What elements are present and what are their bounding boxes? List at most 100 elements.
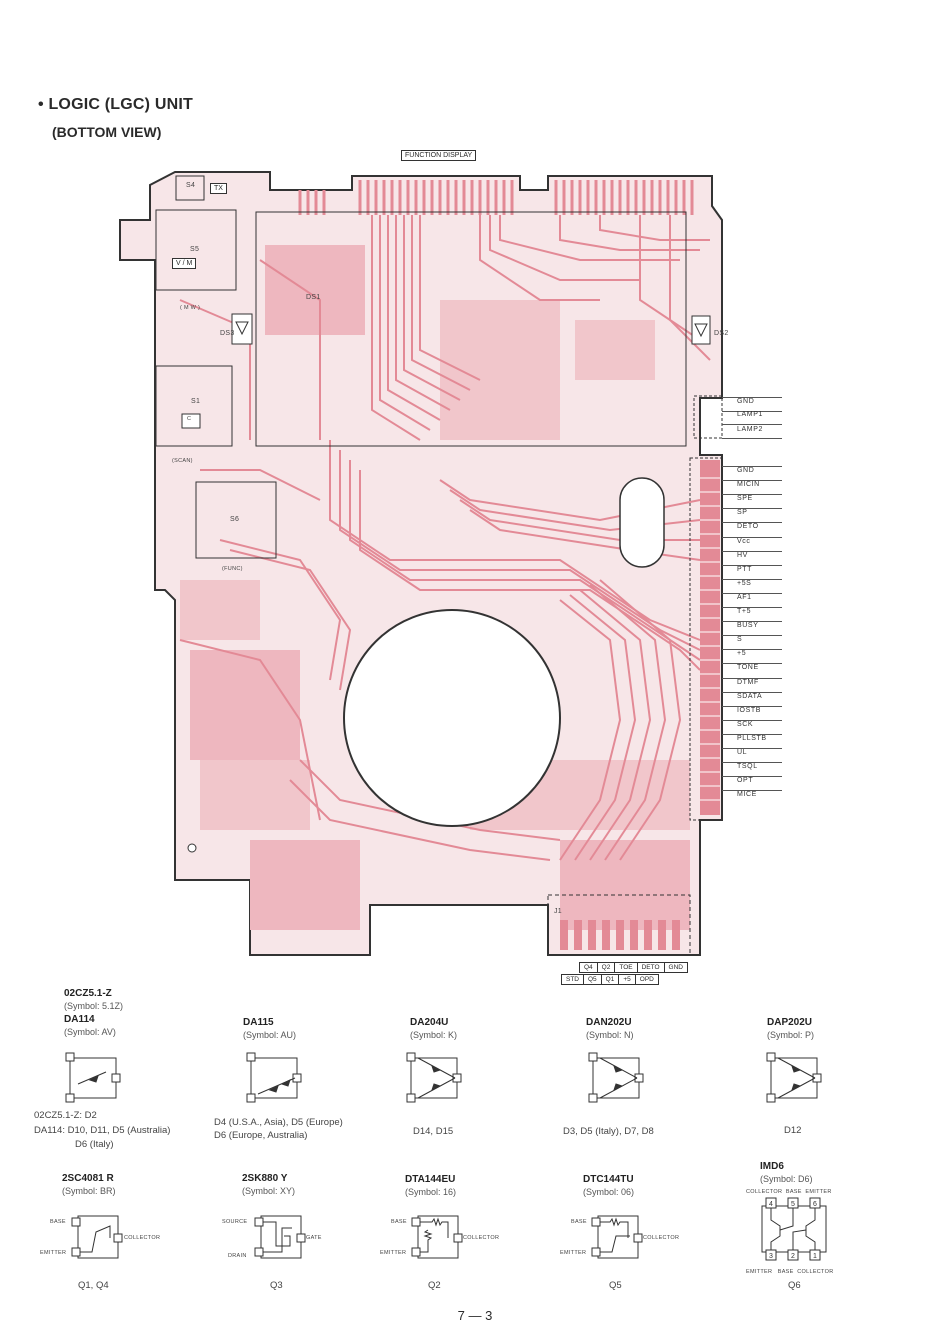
switch-s5: S5 bbox=[190, 246, 200, 253]
pin-label-emitter: EMITTER bbox=[40, 1250, 67, 1256]
pin-line bbox=[722, 762, 782, 763]
diode-da204u: DA204U (Symbol: K) bbox=[410, 1017, 458, 1040]
pin-label: +5 bbox=[737, 650, 747, 657]
imd6-pin-num: 5 bbox=[791, 1201, 795, 1208]
transistor-dta144eu: DTA144EU (Symbol: 16) bbox=[405, 1174, 457, 1197]
imd6-pin-num: 6 bbox=[813, 1201, 817, 1208]
diode-note: 02CZ5.1-Z: D2 bbox=[34, 1110, 97, 1121]
connector-cell: TOE bbox=[614, 962, 638, 973]
scan-label: (SCAN) bbox=[172, 458, 193, 464]
connector-cell: Q4 bbox=[579, 962, 598, 973]
part-ds3: DS3 bbox=[220, 330, 235, 337]
mw-label: ( M W ) bbox=[180, 305, 201, 311]
pin-label: TSQL bbox=[737, 763, 758, 770]
connector-table-row1: Q4 Q2 TOE DETO GND bbox=[579, 962, 689, 973]
pin-label: LAMP1 bbox=[737, 411, 763, 418]
imd6-pins-bottom: EMITTER BASE COLLECTOR bbox=[746, 1269, 834, 1275]
transistor-2sc4081: 2SC4081 R (Symbol: BR) bbox=[62, 1173, 116, 1196]
pin-line bbox=[722, 537, 782, 538]
pin-label: SP bbox=[737, 509, 748, 516]
diode-02cz: 02CZ5.1-Z (Symbol: 5.1Z) DA114 (Symbol: … bbox=[64, 988, 124, 1037]
connector-cell: Q2 bbox=[596, 962, 616, 973]
page-number: 7 — 3 bbox=[457, 1308, 493, 1323]
func-label: (FUNC) bbox=[222, 566, 243, 572]
imd6-pins-top: COLLECTOR BASE EMITTER bbox=[746, 1189, 832, 1195]
pin-label: HV bbox=[737, 552, 748, 559]
pin-line bbox=[722, 790, 782, 791]
page-subtitle: (BOTTOM VIEW) bbox=[52, 124, 162, 140]
pin-label: MICIN bbox=[737, 481, 760, 488]
connector-cell: Q1 bbox=[600, 974, 620, 985]
pin-line bbox=[722, 579, 782, 580]
pin-label: SPE bbox=[737, 495, 753, 502]
pin-line bbox=[722, 692, 782, 693]
pin-label: MICE bbox=[737, 791, 757, 798]
pin-label-drain: DRAIN bbox=[228, 1253, 247, 1259]
part-ds1: DS1 bbox=[306, 294, 321, 301]
diode-note: D12 bbox=[784, 1125, 802, 1136]
pin-line bbox=[722, 593, 782, 594]
pin-line bbox=[722, 508, 782, 509]
pin-label: GND bbox=[737, 467, 755, 474]
connector-cell: STD bbox=[561, 974, 584, 985]
pin-line bbox=[722, 706, 782, 707]
pin-label: BUSY bbox=[737, 622, 759, 629]
pin-label: S bbox=[737, 636, 743, 643]
pin-label: PTT bbox=[737, 566, 753, 573]
transistor-ref: Q5 bbox=[609, 1280, 622, 1291]
pin-line bbox=[722, 635, 782, 636]
diode-da115: DA115 (Symbol: AU) bbox=[243, 1017, 297, 1040]
pin-label: SCK bbox=[737, 721, 754, 728]
imd6-pin-num: 1 bbox=[813, 1253, 817, 1260]
connector-cell: +5 bbox=[618, 974, 636, 985]
imd6-pin-num: 4 bbox=[769, 1201, 773, 1208]
switch-s4: S4 bbox=[186, 182, 196, 189]
pin-line bbox=[722, 551, 782, 552]
function-display-label: FUNCTION DISPLAY bbox=[401, 150, 477, 161]
switch-s6: S6 bbox=[230, 516, 240, 523]
part-j1: J1 bbox=[554, 908, 562, 915]
transistor-ref: Q1, Q4 bbox=[78, 1280, 109, 1291]
transistor-symbols: 4 5 6 3 2 1 bbox=[71, 1197, 827, 1261]
pin-label: TONE bbox=[737, 664, 759, 671]
pin-label: DTMF bbox=[737, 679, 759, 686]
diode-note: D4 (U.S.A., Asia), D5 (Europe) D6 (Europ… bbox=[214, 1117, 343, 1141]
diode-dap202u: DAP202U (Symbol: P) bbox=[767, 1017, 815, 1040]
pin-line bbox=[722, 621, 782, 622]
pin-label-source: SOURCE bbox=[222, 1219, 248, 1225]
pin-line bbox=[722, 748, 782, 749]
pin-label: UL bbox=[737, 749, 748, 756]
pin-label: IOSTB bbox=[737, 707, 762, 714]
transistor-dtc144tu: DTC144TU (Symbol: 06) bbox=[583, 1174, 635, 1197]
transistor-2sk880: 2SK880 Y (Symbol: XY) bbox=[242, 1173, 296, 1196]
pin-label-collector: COLLECTOR bbox=[643, 1235, 680, 1241]
diode-dan202u: DAN202U (Symbol: N) bbox=[586, 1017, 634, 1040]
pin-label: SDATA bbox=[737, 693, 763, 700]
pin-label-emitter: EMITTER bbox=[380, 1250, 407, 1256]
pin-label-emitter: EMITTER bbox=[560, 1250, 587, 1256]
c-label: C bbox=[187, 416, 192, 422]
diode-note: D14, D15 bbox=[413, 1126, 454, 1137]
connector-cell: Q5 bbox=[583, 974, 602, 985]
diode-note: D6 (Italy) bbox=[75, 1139, 114, 1150]
transistor-ref: Q3 bbox=[270, 1280, 283, 1291]
vm-label: V / M bbox=[172, 258, 197, 269]
pin-line bbox=[722, 678, 782, 679]
pin-label-gate: GATE bbox=[306, 1235, 322, 1241]
connector-cell: GND bbox=[663, 962, 689, 973]
pin-line bbox=[722, 649, 782, 650]
pin-line bbox=[722, 522, 782, 523]
pin-label-collector: COLLECTOR bbox=[124, 1235, 161, 1241]
pin-line bbox=[722, 480, 782, 481]
imd6-pin-num: 2 bbox=[791, 1253, 795, 1260]
connector-cell: OPD bbox=[634, 974, 659, 985]
pin-label: OPT bbox=[737, 777, 754, 784]
pin-label: AF1 bbox=[737, 594, 752, 601]
pin-line bbox=[722, 494, 782, 495]
pin-line bbox=[722, 466, 782, 467]
pin-label: DETO bbox=[737, 523, 759, 530]
transistor-ref: Q6 bbox=[788, 1280, 801, 1291]
pin-label: GND bbox=[737, 398, 755, 405]
pin-label: LAMP2 bbox=[737, 426, 763, 433]
pin-label-base: BASE bbox=[571, 1219, 587, 1225]
